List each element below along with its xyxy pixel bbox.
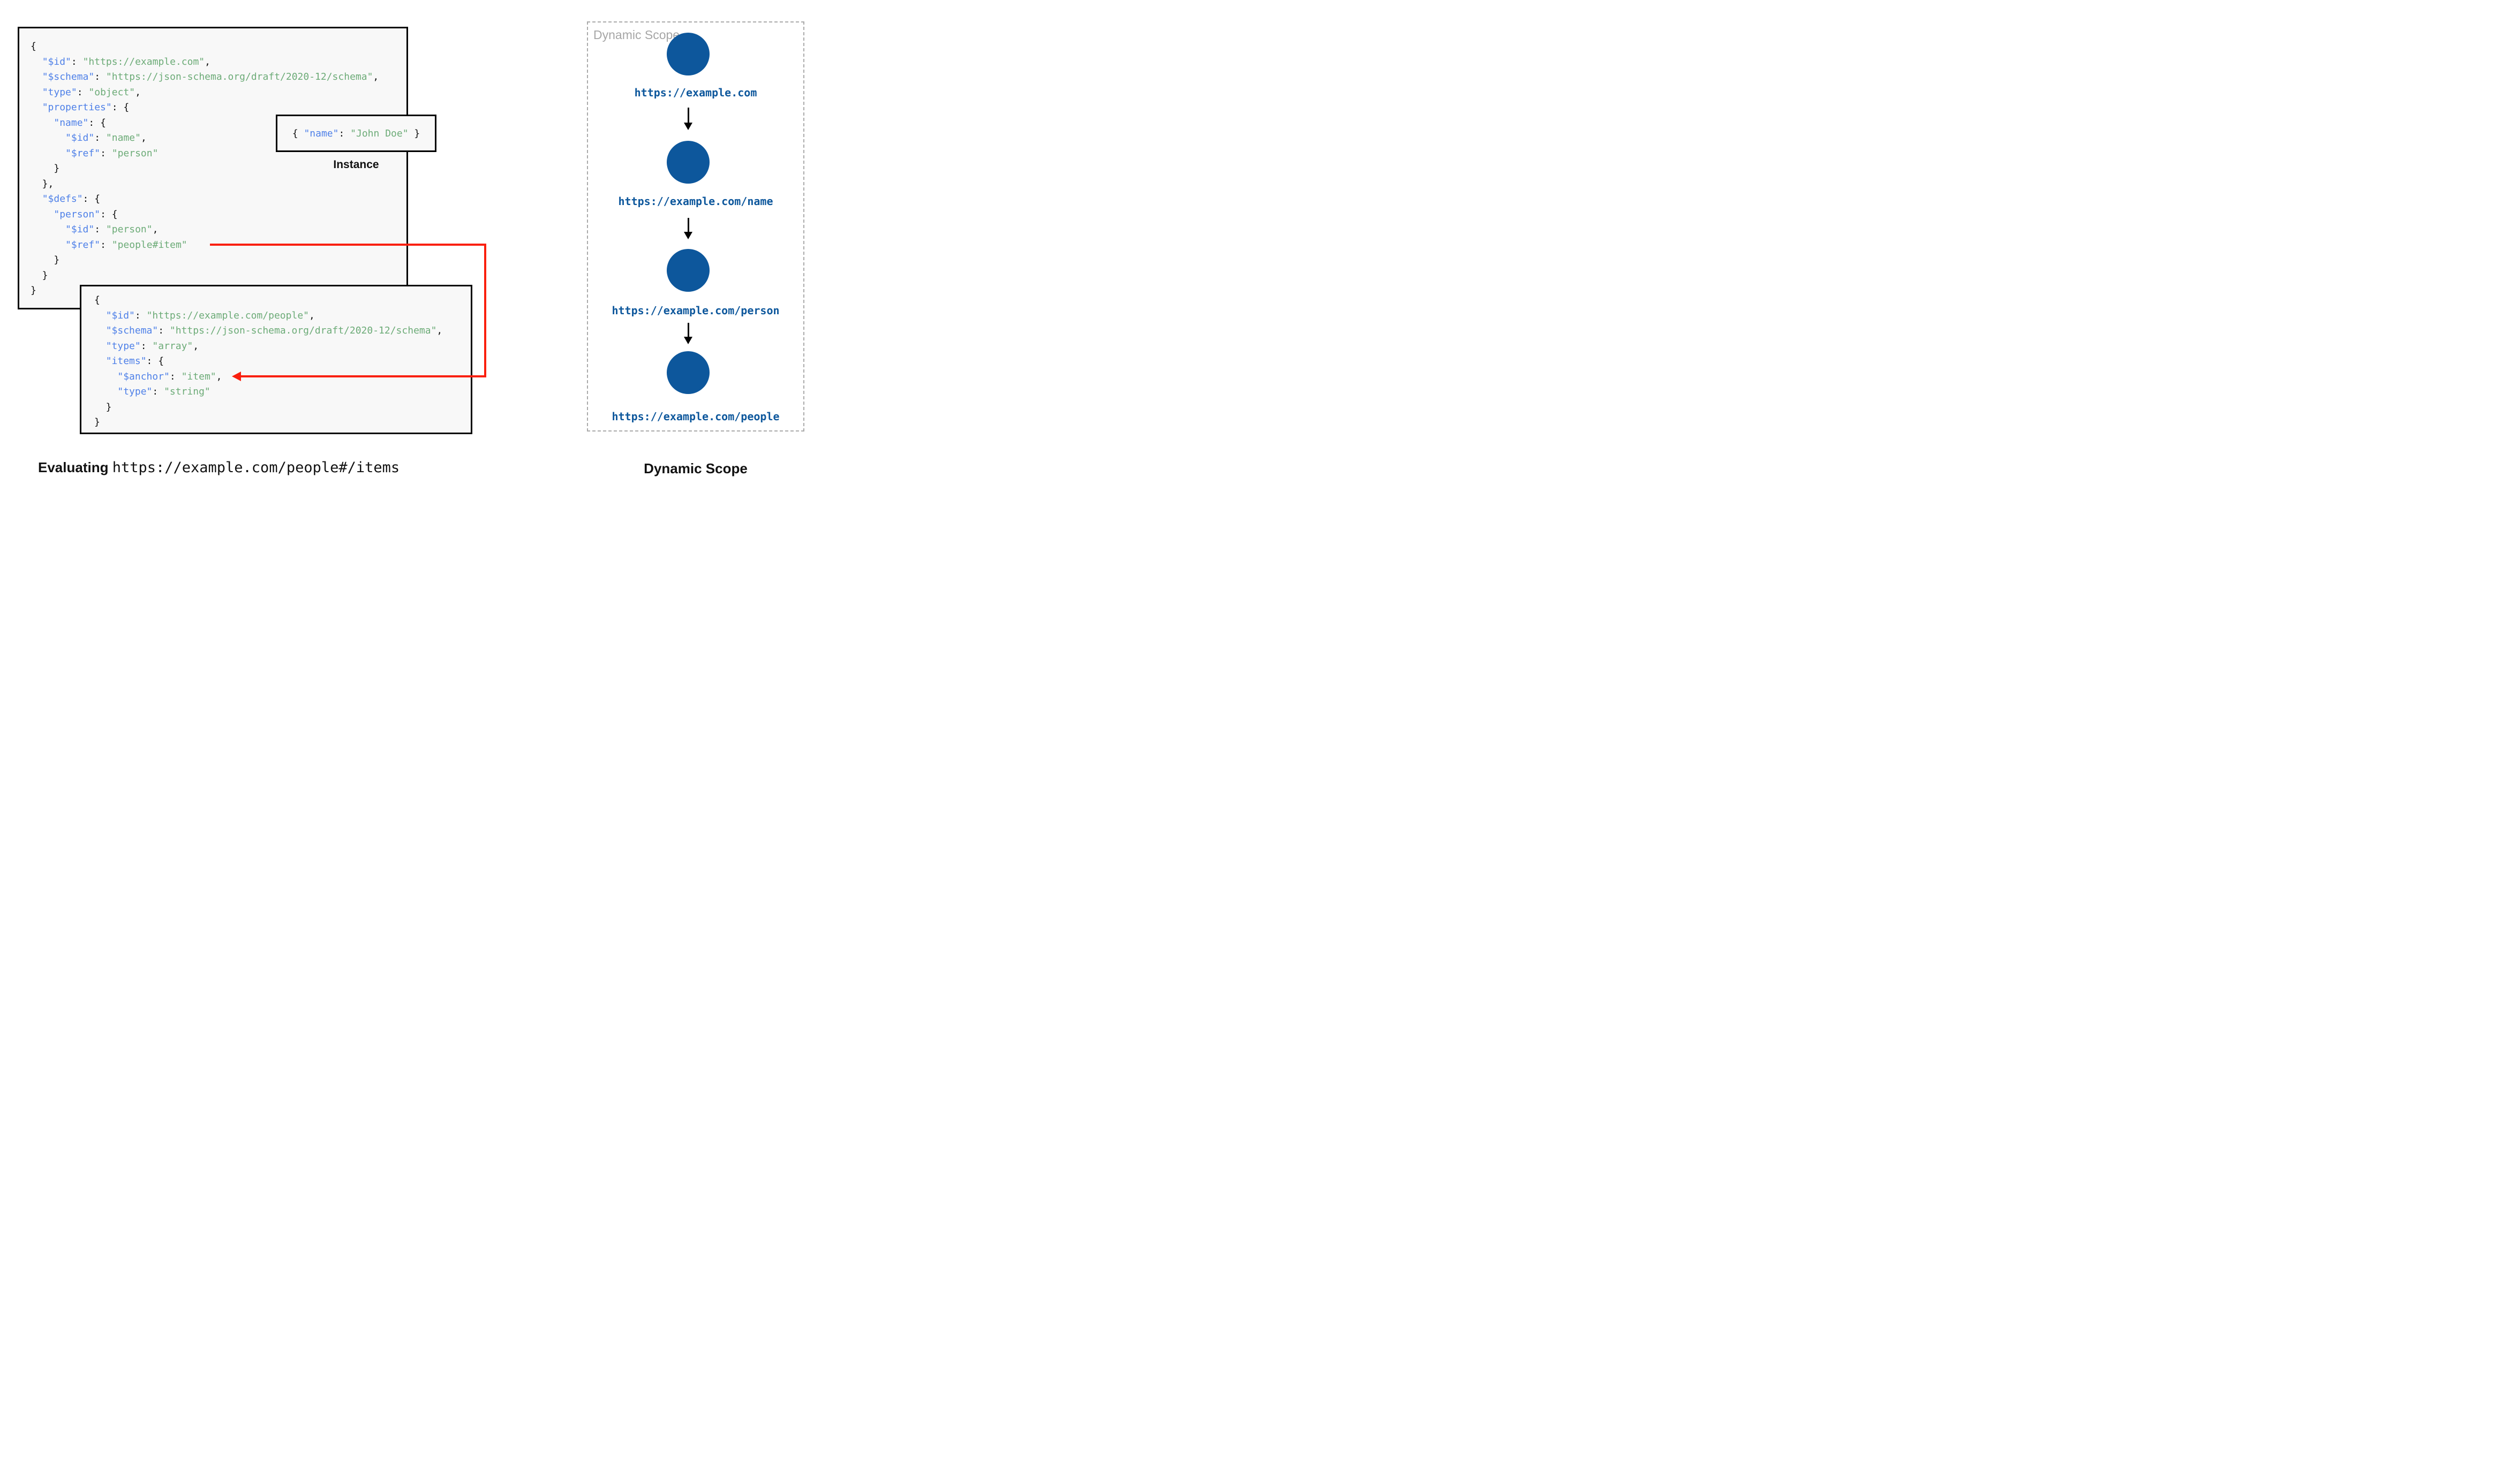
scope-node-circle-4 xyxy=(667,351,710,394)
ref-arrowhead-icon xyxy=(232,372,241,381)
scope-node-circle-2 xyxy=(667,141,710,184)
scope-node-url-3: https://example.com/person xyxy=(612,304,780,317)
ref-arrow-segment-top xyxy=(210,244,486,246)
down-arrowhead-icon xyxy=(684,337,692,344)
instance-box: { "name": "John Doe" } xyxy=(276,115,436,152)
dynamic-scope-watermark: Dynamic Scope xyxy=(593,28,680,42)
scope-node-url-4: https://example.com/people xyxy=(612,410,780,423)
down-arrowhead-icon xyxy=(684,123,692,130)
root-schema-box: { "$id": "https://example.com", "$schema… xyxy=(18,27,408,309)
down-arrowhead-icon xyxy=(684,232,692,239)
dynamic-scope-caption: Dynamic Scope xyxy=(644,460,748,476)
scope-node-circle-3 xyxy=(667,249,710,292)
scope-node-url-1: https://example.com xyxy=(634,86,757,99)
evaluating-caption: Evaluating https://example.com/people#/i… xyxy=(38,459,400,476)
instance-code: { "name": "John Doe" } xyxy=(292,127,420,139)
scope-node-circle-1 xyxy=(667,33,710,75)
down-arrow-icon xyxy=(688,323,689,338)
people-schema-code: { "$id": "https://example.com/people", "… xyxy=(94,294,443,428)
down-arrow-icon xyxy=(688,218,689,233)
down-arrow-icon xyxy=(688,108,689,124)
ref-arrow-segment-vertical xyxy=(484,244,486,377)
people-schema-box: { "$id": "https://example.com/people", "… xyxy=(80,285,472,434)
scope-node-url-2: https://example.com/name xyxy=(618,195,773,208)
diagram-canvas: { "$id": "https://example.com", "$schema… xyxy=(0,0,839,495)
evaluating-caption-prefix: Evaluating xyxy=(38,459,109,475)
root-schema-code: { "$id": "https://example.com", "$schema… xyxy=(31,41,379,296)
ref-arrow-segment-bottom xyxy=(240,375,486,377)
instance-label: Instance xyxy=(333,158,379,171)
evaluating-caption-uri: https://example.com/people#/items xyxy=(112,459,400,476)
